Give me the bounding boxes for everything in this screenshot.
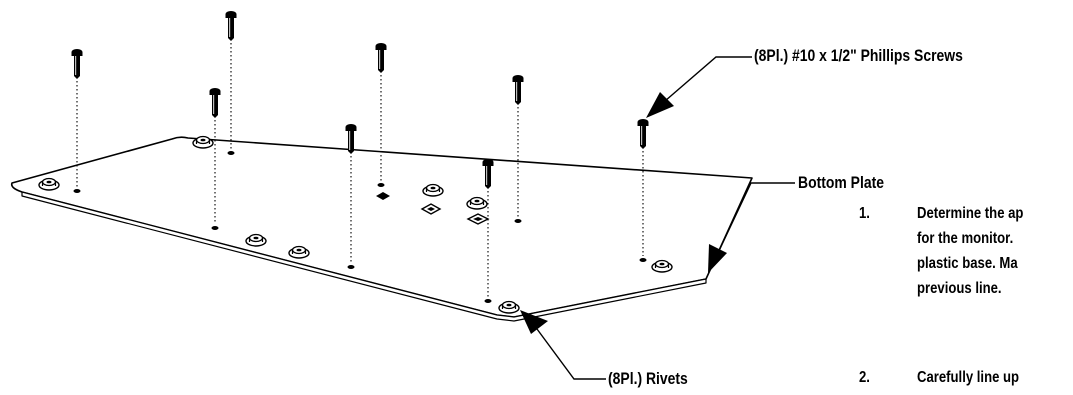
step-2-text: Carefully line up [917, 369, 1020, 386]
screw-group [71, 11, 649, 189]
screw-hole-4 [211, 226, 219, 230]
plate-arrow-icon [708, 244, 727, 273]
screws-callout-label: (8Pl.) #10 x 1/2" Phillips Screws [754, 46, 963, 65]
screw-hole-8 [639, 258, 647, 262]
callout-arrowheads [520, 92, 727, 334]
step-2-number: 2. [859, 369, 870, 386]
screw-7 [482, 159, 494, 189]
rivet-2 [192, 135, 214, 149]
rivets-arrow-icon [520, 310, 548, 334]
step-1-text: Determine the ap for the monitor. plasti… [917, 205, 1024, 297]
screws-arrow-icon [646, 92, 674, 118]
callout-leaders [536, 56, 795, 380]
square-cutouts [376, 192, 490, 225]
screw-hole-3 [377, 183, 385, 187]
rivet-4 [466, 196, 488, 210]
plate-leader-line [716, 182, 795, 256]
alignment-line-group [76, 39, 644, 297]
screw-3 [375, 43, 387, 73]
bottom-plate-callout-label: Bottom Plate [798, 173, 884, 192]
screw-1 [71, 49, 83, 79]
screw-hole-1 [73, 189, 81, 193]
screw-hole-6 [514, 219, 522, 223]
screw-hole-2 [227, 151, 235, 155]
screw-hole-5 [347, 265, 355, 269]
screw-6 [512, 75, 524, 105]
rivet-8 [651, 259, 673, 273]
rivet-7 [498, 300, 520, 314]
screws-leader-line [664, 56, 752, 102]
screw-hole-7 [484, 299, 492, 303]
screw-5 [345, 124, 357, 154]
screw-hole-group [73, 151, 647, 303]
rivet-group [38, 135, 673, 314]
rivets-callout-label: (8Pl.) Rivets [608, 369, 688, 388]
rivet-1 [38, 177, 60, 191]
rivet-5 [245, 233, 267, 247]
rivet-6 [288, 245, 310, 259]
bottom-plate [10, 136, 753, 322]
screw-4 [209, 88, 221, 118]
step-1-number: 1. [859, 205, 870, 222]
rivets-leader-line [536, 328, 606, 380]
screw-8 [637, 119, 649, 149]
screw-2 [225, 11, 237, 41]
rivet-3 [422, 183, 444, 197]
